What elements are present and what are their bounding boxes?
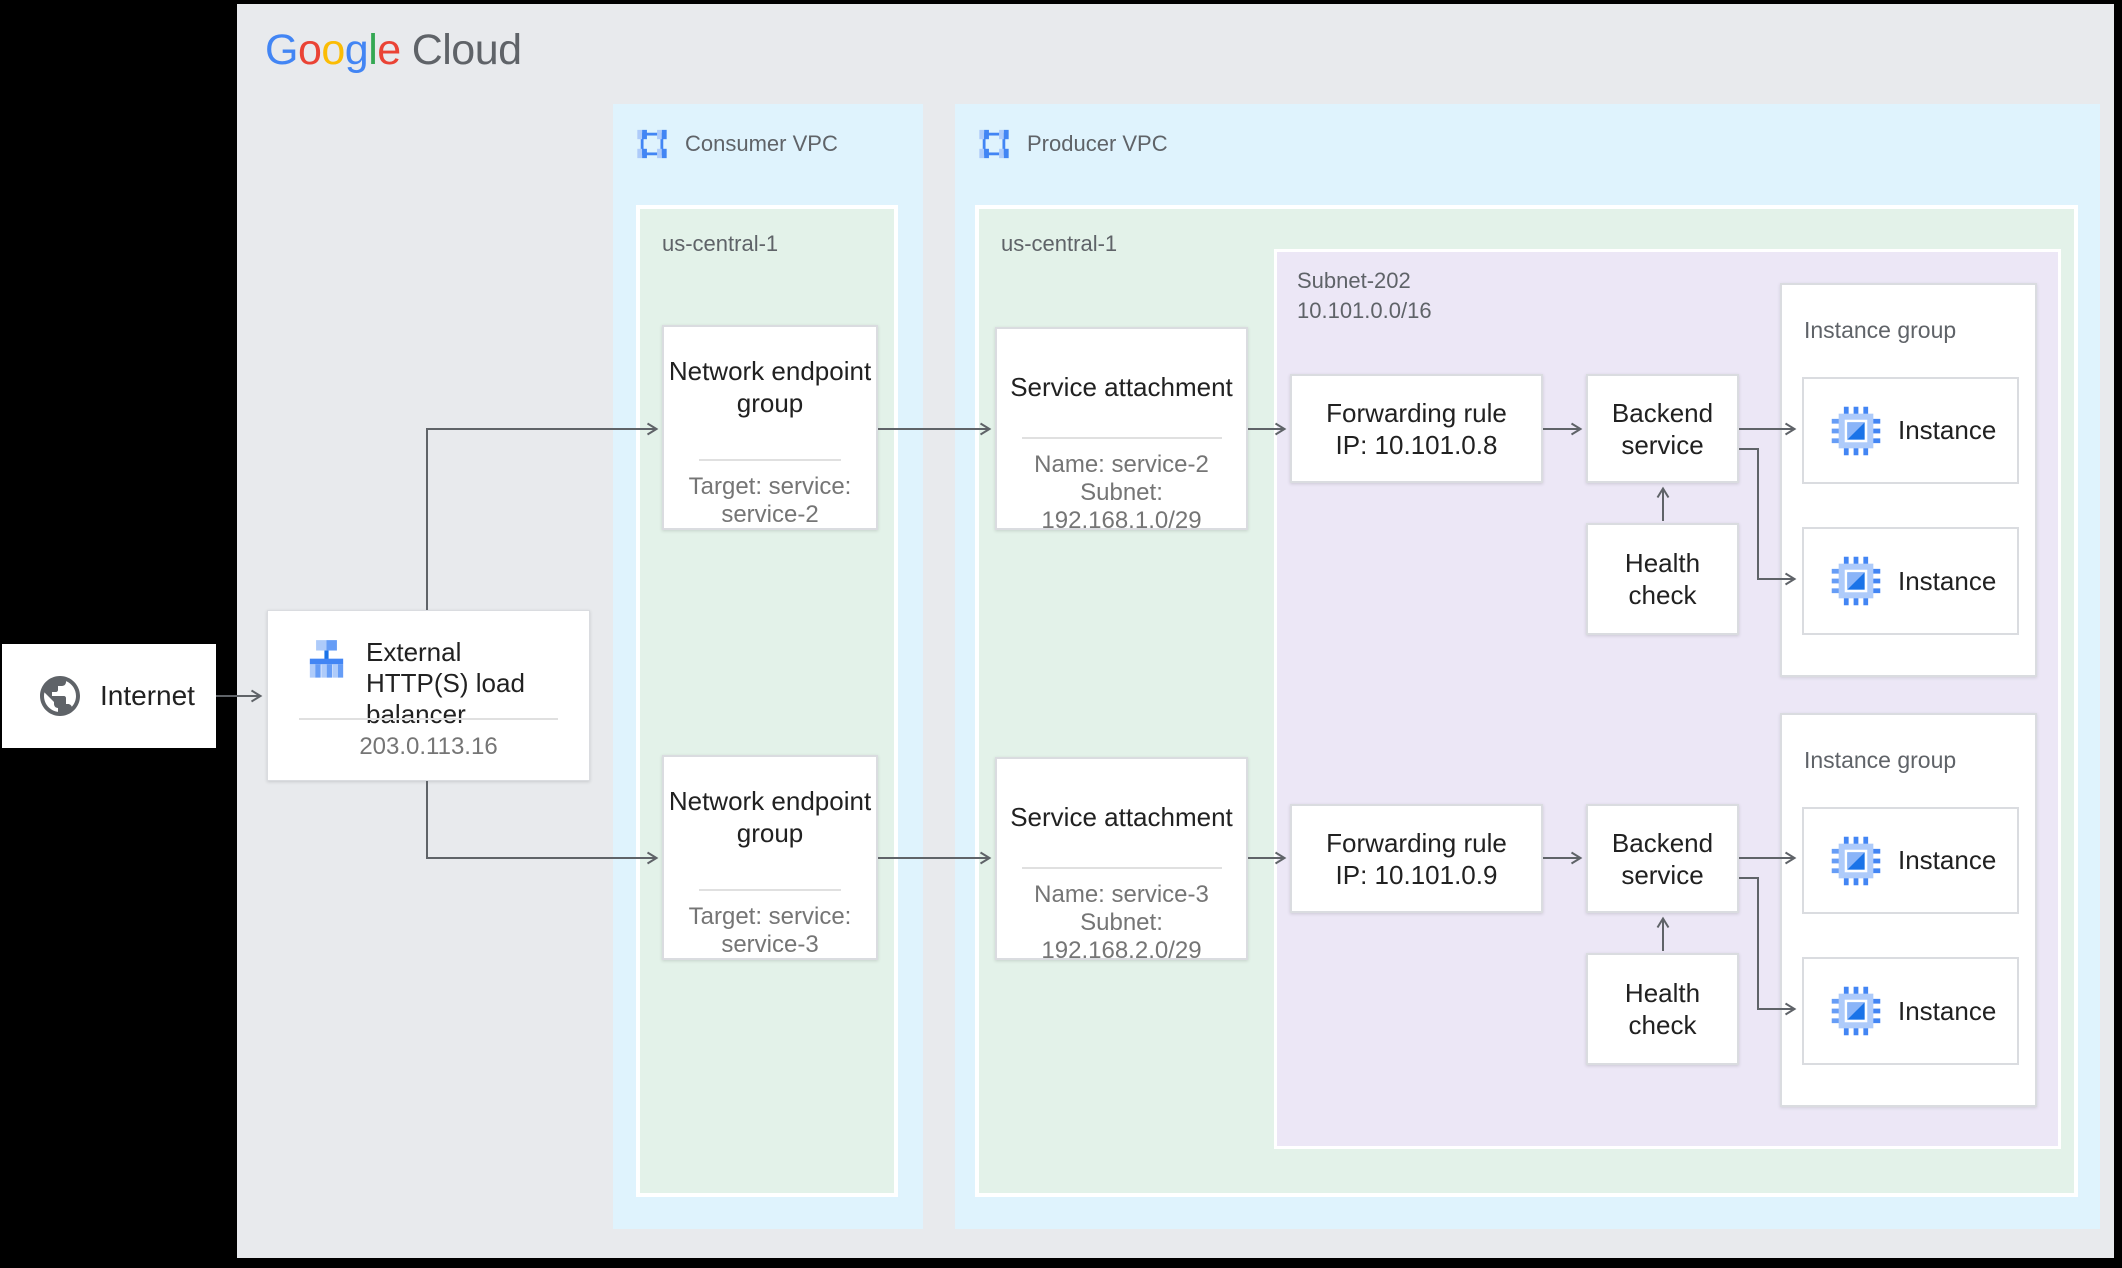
forwarding-rule-node: Forwarding rule IP: 10.101.0.8 — [1290, 374, 1543, 483]
consumer-vpc-header: Consumer VPC — [635, 128, 838, 160]
subnet-name: Subnet-202 — [1297, 268, 1411, 293]
fr-title: Forwarding rule — [1326, 827, 1507, 858]
compute-instance-icon — [1831, 556, 1881, 606]
neg-title: Network endpoint group — [668, 786, 872, 848]
neg-target-line: Target: service: — [688, 473, 852, 500]
backend-service-node: Backend service — [1586, 804, 1739, 913]
instance-group-label: Instance group — [1804, 317, 1957, 343]
consumer-vpc-container: Consumer VPC us-central-1 — [613, 104, 923, 1229]
sa-subnet-label: Subnet: — [1080, 479, 1163, 506]
compute-instance-icon — [1831, 986, 1881, 1036]
neg-target: Target: service: service-2 — [664, 473, 876, 529]
load-balancer-node: External HTTP(S) load balancer 203.0.113… — [267, 610, 590, 781]
logo-letter: e — [377, 26, 401, 74]
lb-title: External HTTP(S) load balancer — [366, 637, 525, 729]
fr-title: Forwarding rule — [1326, 397, 1507, 428]
lb-ip-address: 203.0.113.16 — [359, 733, 498, 760]
neg-target-line: service-3 — [721, 931, 819, 958]
internet-node: Internet — [2, 644, 216, 748]
sa-title: Service attachment — [1010, 372, 1233, 402]
service-attachment-node: Service attachment Name: service-3 Subne… — [995, 757, 1248, 964]
fr-ip: IP: 10.101.0.8 — [1335, 429, 1498, 460]
neg-target-line: service-2 — [721, 501, 819, 528]
sa-title: Service attachment — [1010, 802, 1233, 832]
instance-group-label: Instance group — [1804, 747, 1957, 773]
hc-label: Health check — [1624, 978, 1701, 1040]
load-balancer-icon — [309, 640, 344, 678]
instance-label: Instance — [1898, 995, 1997, 1026]
sa-details: Name: service-2 Subnet: 192.168.1.0/29 — [997, 451, 1246, 535]
logo-letter: o — [321, 26, 345, 74]
divider — [699, 459, 841, 461]
divider — [1021, 867, 1222, 869]
internet-label: Internet — [100, 680, 195, 711]
logo-letter: o — [297, 26, 322, 74]
instance-group: Instance group Instance — [1780, 713, 2037, 1107]
neg-title: Network endpoint group — [668, 356, 872, 418]
instance-group: Instance group Instance — [1780, 283, 2037, 677]
logo-letter: g — [344, 26, 369, 74]
instance-label: Instance — [1898, 415, 1997, 445]
vpc-network-icon — [637, 129, 667, 159]
globe-icon — [40, 676, 80, 716]
sa-subnet-cidr: 192.168.2.0/29 — [1041, 937, 1202, 964]
backend-service-node: Backend service — [1586, 374, 1739, 483]
consumer-vpc-label: Consumer VPC — [685, 131, 838, 156]
hc-label: Health check — [1624, 548, 1701, 610]
consumer-region-label: us-central-1 — [662, 231, 779, 256]
producer-region-label: us-central-1 — [1001, 231, 1118, 256]
service-attachment-node: Service attachment Name: service-2 Subne… — [995, 327, 1248, 534]
sa-name: Name: service-3 — [1034, 881, 1209, 908]
fr-ip: IP: 10.101.0.9 — [1335, 859, 1498, 890]
subnet-cidr: 10.101.0.0/16 — [1297, 298, 1432, 323]
sa-name: Name: service-2 — [1034, 451, 1209, 478]
divider — [1021, 437, 1222, 439]
divider — [699, 889, 841, 891]
producer-vpc-header: Producer VPC — [977, 128, 1168, 160]
logo-letter: G — [265, 26, 298, 74]
compute-instance-icon — [1831, 836, 1881, 885]
subnet-label: Subnet-202 10.101.0.0/16 — [1297, 266, 1432, 326]
instance-label: Instance — [1898, 565, 1997, 596]
lb-header: External HTTP(S) load balancer — [301, 637, 566, 730]
health-check-node: Health check — [1586, 953, 1739, 1065]
instance-node: Instance — [1802, 807, 2019, 914]
instance-label: Instance — [1898, 845, 1997, 875]
vpc-network-icon — [979, 129, 1009, 159]
instance-node: Instance — [1802, 527, 2019, 635]
producer-vpc-label: Producer VPC — [1027, 131, 1168, 156]
instance-node: Instance — [1802, 957, 2019, 1065]
health-check-node: Health check — [1586, 523, 1739, 635]
bs-label: Backend service — [1611, 827, 1714, 890]
divider — [299, 718, 558, 720]
neg-target: Target: service: service-3 — [664, 903, 876, 959]
forwarding-rule-node: Forwarding rule IP: 10.101.0.9 — [1290, 804, 1543, 913]
sa-subnet-cidr: 192.168.1.0/29 — [1041, 507, 1202, 534]
network-endpoint-group-node: Network endpoint group Target: service: … — [662, 755, 878, 960]
instance-node: Instance — [1802, 377, 2019, 484]
logo-cloud-text: Cloud — [411, 26, 522, 74]
neg-target-line: Target: service: — [688, 903, 852, 930]
sa-subnet-label: Subnet: — [1080, 909, 1163, 936]
sa-details: Name: service-3 Subnet: 192.168.2.0/29 — [997, 881, 1246, 965]
compute-instance-icon — [1831, 406, 1881, 455]
bs-label: Backend service — [1611, 397, 1714, 460]
network-endpoint-group-node: Network endpoint group Target: service: … — [662, 325, 878, 530]
logo-letter: l — [368, 26, 378, 74]
